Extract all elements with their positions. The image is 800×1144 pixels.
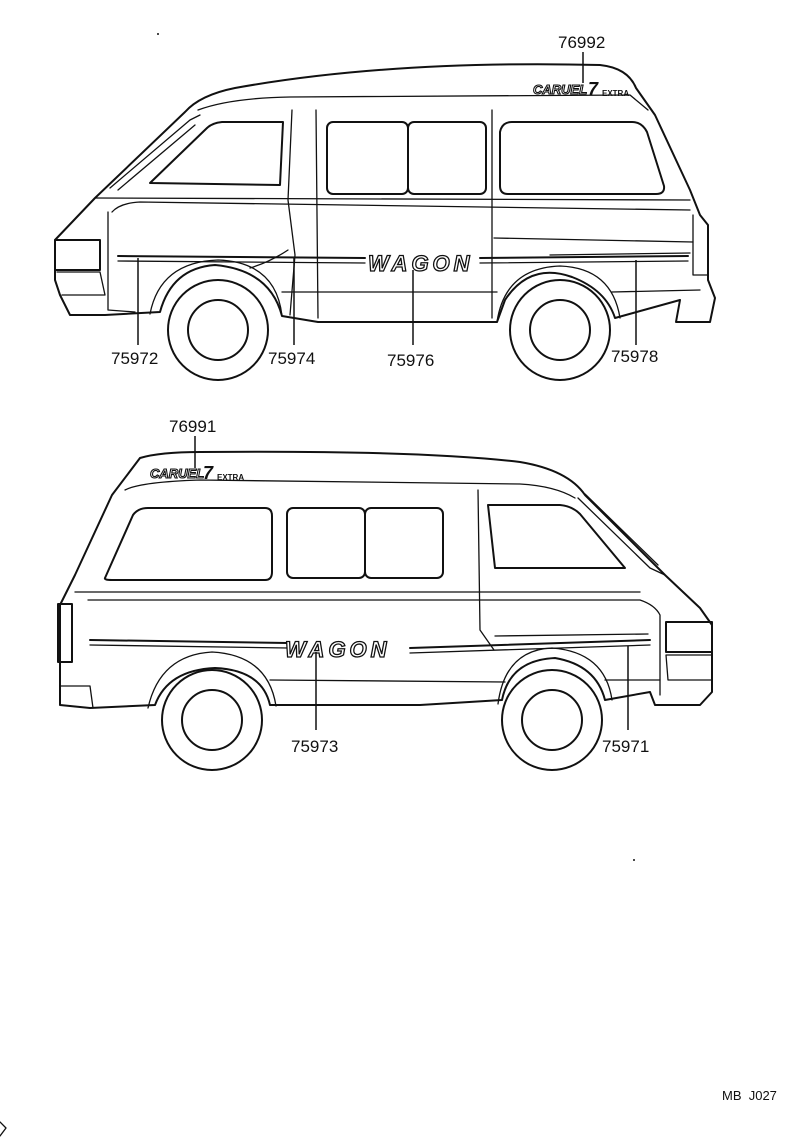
svg-text:CARUEL: CARUEL: [150, 466, 204, 481]
svg-text:7: 7: [203, 463, 214, 483]
van-bottom-emblem: CARUEL 7 EXTRA: [149, 463, 244, 483]
van-bottom-taillight: [57, 603, 73, 663]
van-bottom-front-wheel: [501, 669, 603, 771]
corner-mark: [0, 1121, 7, 1137]
van-top-wagon-decal: WAGON: [368, 251, 474, 276]
callout-76991: 76991: [169, 417, 216, 436]
callout-75976: 75976: [387, 351, 434, 370]
callout-75972: 75972: [111, 349, 158, 368]
van-bottom-rear-window: [103, 507, 273, 581]
van-right-side-view: WAGON CARUEL 7 EXTRA: [54, 63, 716, 381]
van-top-rear-wheel: [509, 279, 611, 381]
van-bottom-body-stripe: [89, 639, 289, 644]
svg-text:EXTRA: EXTRA: [602, 89, 629, 98]
svg-text:EXTRA: EXTRA: [217, 473, 244, 482]
callout-75971: 75971: [602, 737, 649, 756]
svg-text:7: 7: [588, 79, 599, 99]
van-bottom-middle-window-b: [364, 507, 444, 579]
van-top-windshield: [109, 114, 201, 189]
van-top-front-wheel: [167, 279, 269, 381]
callout-75974: 75974: [268, 349, 315, 368]
van-bottom-rear-wheel: [161, 669, 263, 771]
van-top-middle-window-a: [326, 121, 409, 195]
van-top-body-stripe: [117, 255, 366, 259]
van-bottom-body-outline: [59, 450, 713, 709]
van-bottom-front-window: [487, 504, 626, 569]
van-top-body-outline: [54, 63, 716, 323]
callout-76992: 76992: [558, 33, 605, 52]
van-bottom-middle-window-a: [286, 507, 366, 579]
stray-dot: [633, 859, 635, 861]
van-top-headlight: [54, 239, 101, 271]
top-callouts: 76992 75972 75974 75976 75978: [111, 33, 658, 370]
van-top-roof-line: [197, 94, 649, 111]
footer-code: MB J027: [722, 1088, 777, 1103]
van-bottom-headlight: [665, 621, 713, 653]
van-top-front-window: [149, 121, 284, 186]
bottom-callouts: 76991 75973 75971: [169, 417, 649, 756]
callout-75978: 75978: [611, 347, 658, 366]
van-top-rear-window: [499, 121, 666, 195]
svg-text:CARUEL: CARUEL: [533, 82, 587, 97]
van-top-middle-window-b: [407, 121, 487, 195]
stray-dot: [157, 33, 159, 35]
callout-75973: 75973: [291, 737, 338, 756]
van-top-emblem: CARUEL 7 EXTRA: [532, 79, 629, 99]
van-left-side-view: WAGON CARUEL 7 EXTRA: [57, 450, 713, 771]
van-bottom-wagon-decal: WAGON: [285, 637, 391, 662]
